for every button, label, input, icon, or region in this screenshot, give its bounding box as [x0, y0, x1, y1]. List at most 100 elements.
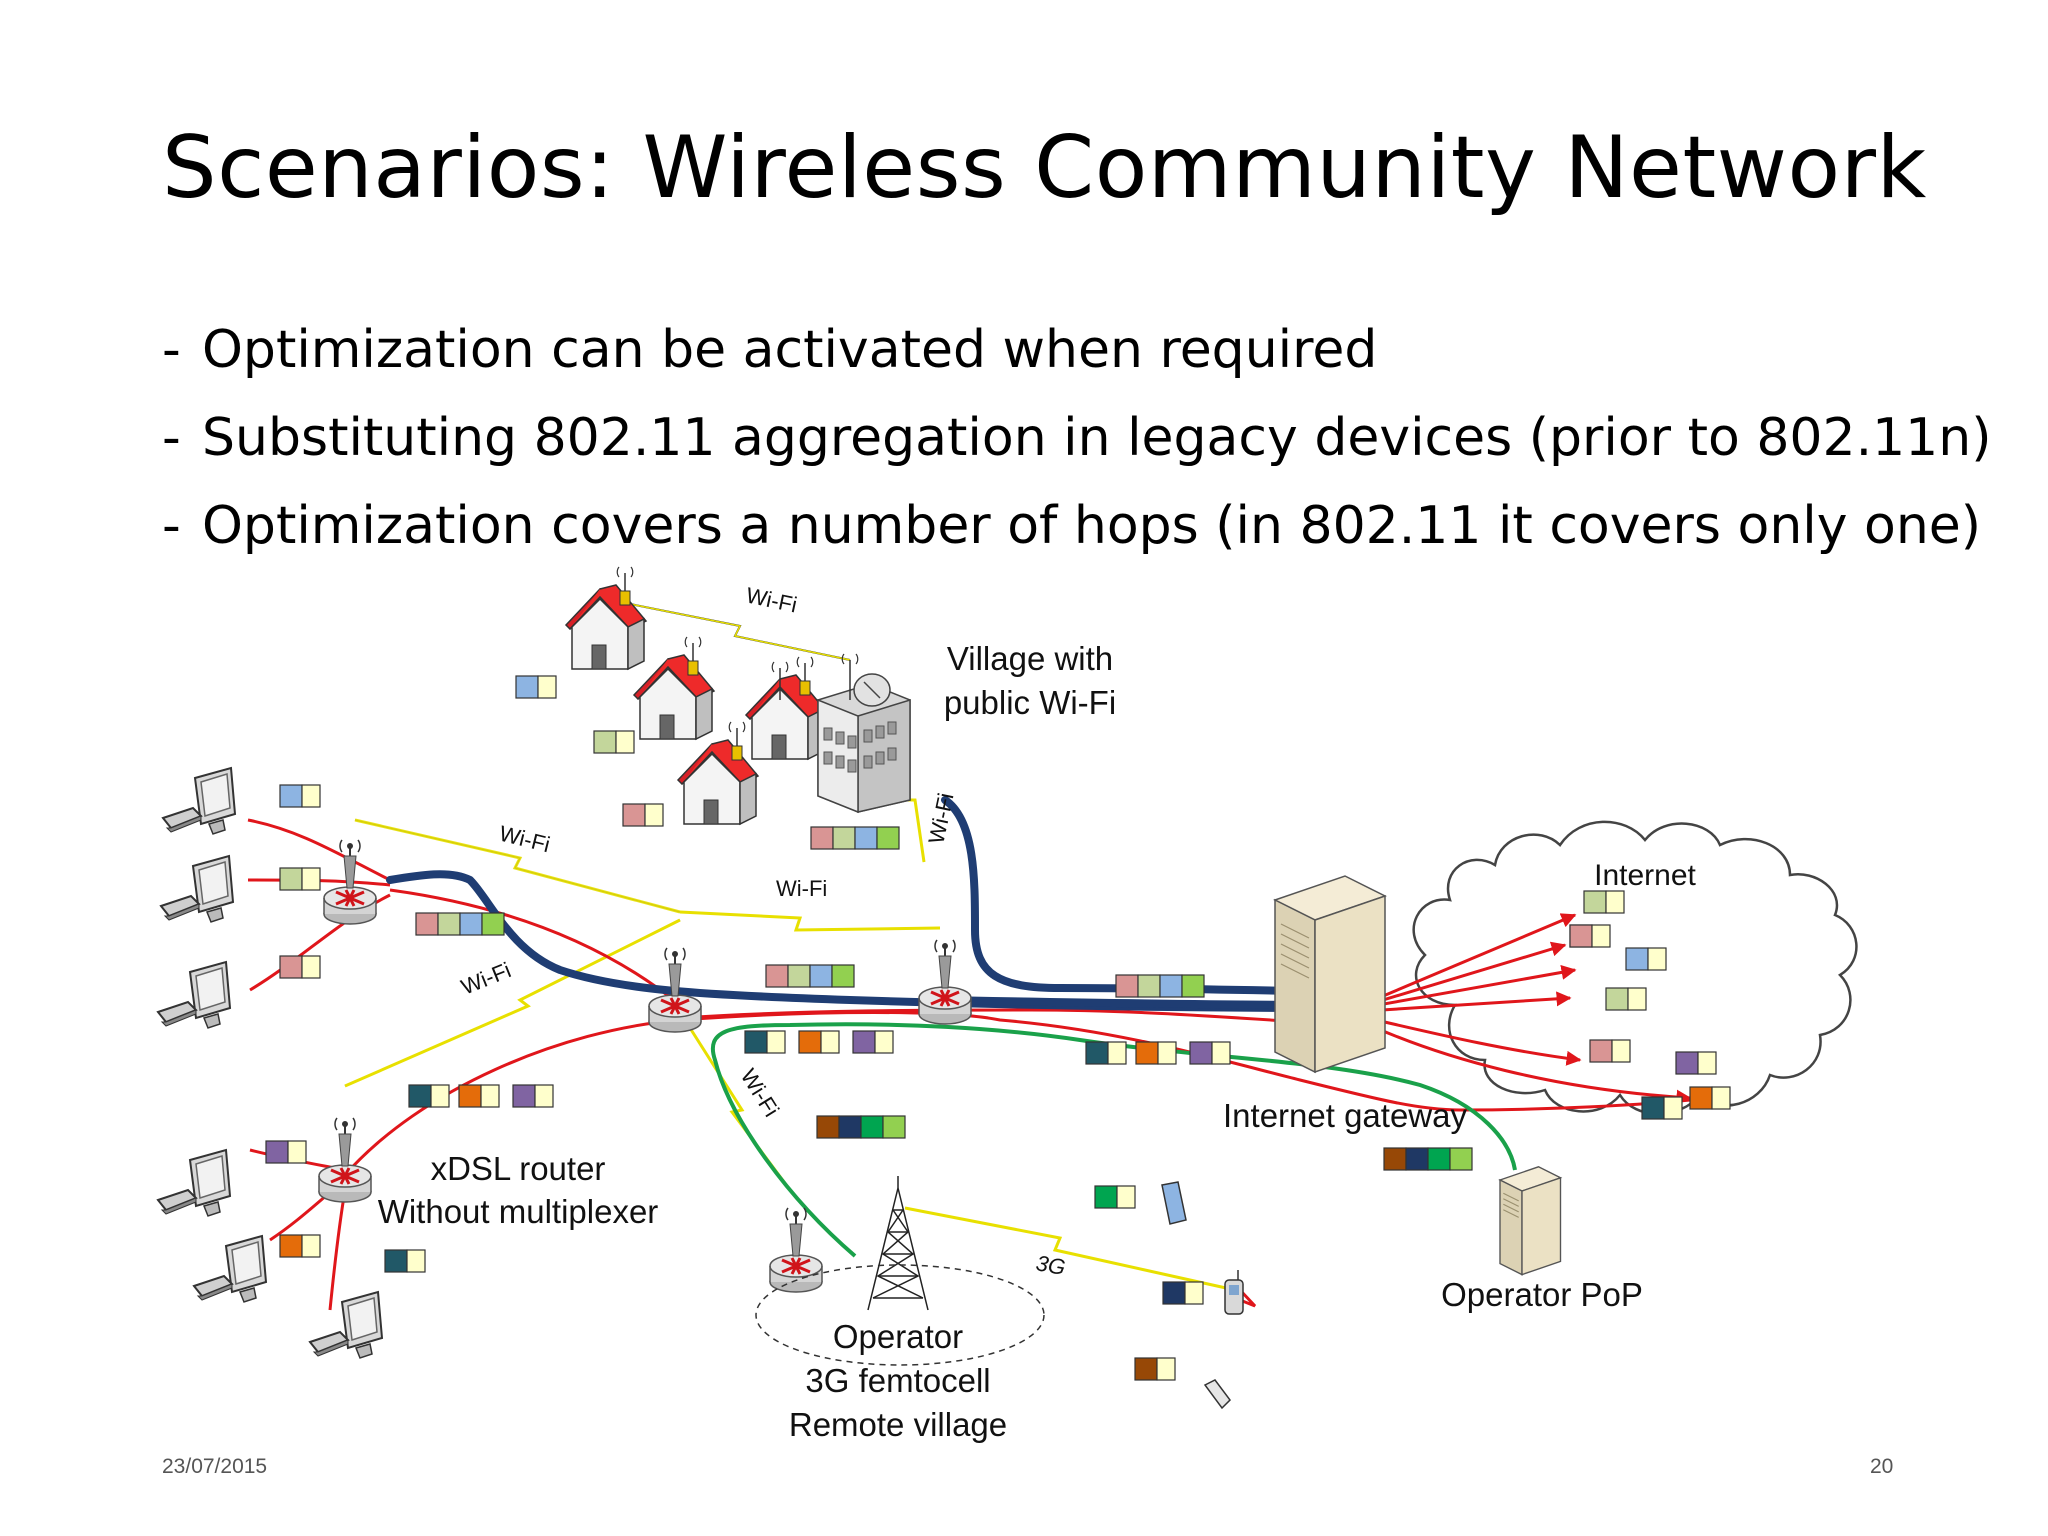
- packet-square: [882, 1115, 906, 1139]
- wifi-label: Wi-Fi: [923, 791, 958, 846]
- packet-header-square: [1184, 1281, 1204, 1305]
- packet-square: [832, 826, 856, 850]
- packet-square: [1137, 974, 1161, 998]
- packet-square: [481, 912, 505, 936]
- packet-square: [1675, 1051, 1699, 1075]
- packet-square: [1159, 974, 1183, 998]
- packet-square: [810, 826, 834, 850]
- packet-square: [1115, 974, 1139, 998]
- wifi-label: Wi-Fi: [497, 821, 553, 858]
- packet-header-square: [1605, 890, 1625, 914]
- packet-header-square: [615, 730, 635, 754]
- router-icon: [768, 1206, 824, 1294]
- packet-square: [1181, 974, 1205, 998]
- mobile-phone-icon: [1203, 1379, 1231, 1410]
- computer-icon: [157, 961, 231, 1029]
- packet-square: [876, 826, 900, 850]
- packet-header-square: [1711, 1086, 1731, 1110]
- xdsl-router-label: Without multiplexer: [378, 1193, 659, 1230]
- packet-square: [765, 964, 789, 988]
- packet-square: [437, 912, 461, 936]
- bullet-text: Optimization covers a number of hops (in…: [202, 496, 1982, 556]
- packet-square: [1427, 1147, 1451, 1171]
- 3g-label: 3G: [1034, 1250, 1067, 1280]
- packet-header-square: [644, 803, 664, 827]
- packet-square: [384, 1249, 408, 1273]
- packet-header-square: [766, 1030, 786, 1054]
- packet-square: [1383, 1147, 1407, 1171]
- packet-header-square: [430, 1084, 450, 1108]
- packet-square: [838, 1115, 862, 1139]
- packet-header-square: [1627, 987, 1647, 1011]
- packet-square: [1162, 1281, 1186, 1305]
- packet-header-square: [1157, 1041, 1177, 1065]
- packet-header-square: [1211, 1041, 1231, 1065]
- packet-square: [787, 964, 811, 988]
- packet-square: [1085, 1041, 1109, 1065]
- bullet-text: Optimization can be activated when requi…: [202, 320, 1378, 380]
- packet-header-square: [1697, 1051, 1717, 1075]
- packet-header-square: [537, 675, 557, 699]
- packet-square: [1189, 1041, 1213, 1065]
- packet-square: [816, 1115, 840, 1139]
- femtocell-label: Operator: [833, 1318, 963, 1355]
- packet-header-square: [534, 1084, 554, 1108]
- bullet-text: Substituting 802.11 aggregation in legac…: [202, 408, 1992, 468]
- wifi-label: Wi-Fi: [458, 957, 515, 999]
- bullet-marker: -: [162, 496, 181, 556]
- packet-header-square: [1663, 1096, 1683, 1120]
- packet-header-square: [1647, 947, 1667, 971]
- house-icon: [633, 636, 715, 740]
- packet-square: [459, 912, 483, 936]
- slide-title: Scenarios: Wireless Community Network: [162, 118, 1927, 218]
- packet-square: [1625, 947, 1649, 971]
- packet-header-square: [1107, 1041, 1127, 1065]
- packet-square: [279, 867, 303, 891]
- bullet-item: -Optimization can be activated when requ…: [162, 306, 1992, 394]
- packet-square: [1449, 1147, 1473, 1171]
- internet-gateway-label: Internet gateway: [1223, 1097, 1467, 1134]
- bullet-marker: -: [162, 320, 181, 380]
- packet-square: [1094, 1185, 1118, 1209]
- village-label: Village with: [947, 640, 1113, 677]
- packet-header-square: [301, 955, 321, 979]
- packet-square: [265, 1140, 289, 1164]
- server-icon: [1274, 875, 1386, 1073]
- packet-square: [458, 1084, 482, 1108]
- packet-square: [744, 1030, 768, 1054]
- packet-header-square: [1156, 1357, 1176, 1381]
- packet-header-square: [287, 1140, 307, 1164]
- computer-icon: [157, 1149, 231, 1217]
- packet-square: [512, 1084, 536, 1108]
- packet-square: [1641, 1096, 1665, 1120]
- tablet-icon: [1161, 1181, 1187, 1225]
- bullet-list: -Optimization can be activated when requ…: [162, 306, 1992, 570]
- page-number: 20: [1870, 1455, 1894, 1478]
- operator-pop-label: Operator PoP: [1441, 1276, 1643, 1313]
- xdsl-router-label: xDSL router: [431, 1150, 606, 1187]
- packet-header-square: [301, 867, 321, 891]
- router-icon: [917, 938, 973, 1026]
- packet-square: [1134, 1357, 1158, 1381]
- packet-square: [622, 803, 646, 827]
- packet-group: [265, 675, 1731, 1381]
- packet-square: [854, 826, 878, 850]
- packet-header-square: [874, 1030, 894, 1054]
- internet-label: Internet: [1594, 859, 1696, 892]
- packet-header-square: [1591, 924, 1611, 948]
- wifi-label: Wi-Fi: [744, 582, 799, 617]
- packet-header-square: [406, 1249, 426, 1273]
- packet-square: [798, 1030, 822, 1054]
- packet-square: [515, 675, 539, 699]
- computer-icon: [309, 1291, 383, 1359]
- packet-square: [279, 1234, 303, 1258]
- packet-square: [408, 1084, 432, 1108]
- house-icon: [745, 656, 827, 760]
- packet-header-square: [301, 784, 321, 808]
- wifi-label: Wi-Fi: [776, 876, 827, 901]
- village-label: public Wi-Fi: [944, 684, 1116, 721]
- bullet-marker: -: [162, 408, 181, 468]
- packet-square: [279, 955, 303, 979]
